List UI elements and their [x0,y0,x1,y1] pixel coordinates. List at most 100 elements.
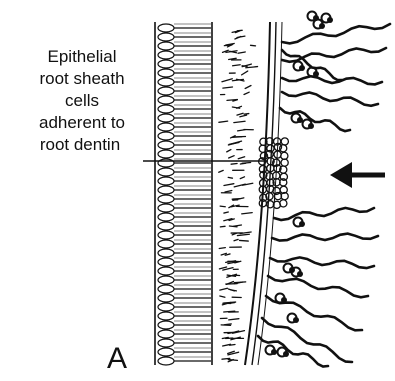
collagen-fiber [272,234,378,241]
collagen-fiber [266,296,362,330]
odontoblast-nucleus [158,303,174,311]
odontoblast-nucleus [158,276,174,284]
dentin-tubule-dash [220,288,228,290]
dentin-tubule-dash [242,71,248,75]
dentin-tubule-dash [228,177,232,178]
odontoblast-nucleus [158,123,174,131]
dentin-tubule-dash [237,113,243,115]
dentin-tubule-dash [238,130,246,131]
annotation-line-2: root sheath [39,69,124,88]
fibroblast-nucleus [281,297,287,303]
odontoblast-nucleus [158,69,174,77]
fibroblast-nucleus [271,349,277,355]
sheath-cell [281,138,288,145]
dentin-tubule-dash [234,239,238,240]
fibroblast-nucleus [319,23,325,29]
annotation-label: Epithelial root sheath cells adherent to… [39,47,125,154]
dentin-tubule-dash [219,267,226,269]
odontoblast-nucleus [158,258,174,266]
dentin-tubule-dash [228,360,237,361]
dentin-tubule-dash [237,234,249,235]
collagen-fiber [258,336,328,367]
dentin-tubule-dash [238,157,244,159]
odontoblast-nucleus [158,186,174,194]
dentin-tubule-dash [242,213,253,214]
odontoblast-nucleus [158,357,174,365]
dentin-tubule-dash [224,324,231,325]
fibroblast-nucleus [293,317,299,323]
odontoblast-nucleus [158,267,174,275]
odontoblast-nucleus [158,249,174,257]
dentin-tubule-dash [220,296,225,297]
fibroblast-nucleus [299,65,305,71]
odontoblast-nucleus [158,60,174,68]
odontoblast-nucleus [158,78,174,86]
odontoblast-nucleus [158,330,174,338]
dentin-tubule-dash [220,206,225,207]
collagen-fiber [274,208,374,220]
odontoblast-nucleus [158,150,174,158]
fibroblast-nucleus [299,221,305,227]
dentin-tubule-dash [230,344,235,345]
dentin-tubule-dash [227,150,231,152]
dentin-tubule-dash [229,319,239,320]
sheath-cell [281,152,288,159]
annotation-line-4: adherent to [39,113,125,132]
odontoblast-nucleus [158,312,174,320]
odontoblast-nucleus [158,114,174,122]
dentin-tubule-dash [219,248,225,249]
fibroblast-nucleus [313,71,319,77]
dentin-tubule-dash [240,177,244,179]
dentin-tubule-dash [244,92,249,94]
odontoblast-nucleus [158,294,174,302]
odontoblast-nucleus [158,96,174,104]
odontoblast-nucleus [158,204,174,212]
odontoblast-nucleus [158,51,174,59]
collagen-fiber [282,24,390,43]
odontoblast-nucleus [158,213,174,221]
dentin-tubule-dash [242,162,251,163]
odontoblast-nucleus [158,321,174,329]
dentin-tubule-dash [229,226,237,227]
odontoblast-nucleus [158,87,174,95]
odontoblast-nucleus [158,168,174,176]
dentin-tubule-dash [231,164,237,165]
odontoblast-nucleus [158,105,174,113]
odontoblast-nucleus [158,222,174,230]
dentin-tubule-dash [229,156,234,158]
periodontal-fibers [258,24,390,367]
dentin-tubule-dash [224,184,234,186]
annotation-line-3: cells [65,91,99,110]
annotation-line-1: Epithelial [48,47,117,66]
odontoblast-nucleus [158,231,174,239]
odontoblast-nucleus [158,195,174,203]
dentin-tubule-dash [240,115,247,117]
dentin-tubule-dash [237,36,245,37]
sheath-cell [281,159,288,166]
dentin-tubule-dash [238,52,245,53]
dentin-tubule-dash [230,290,236,291]
odontoblast-nucleus [158,33,174,41]
dentin-tubule-dash [240,240,249,241]
collagen-fiber [270,257,374,268]
fibroblast-nucleus [297,271,303,277]
dentin-tubule-dash [251,45,256,46]
fibroblast-nucleus [327,17,333,23]
fibroblast-nucleus [283,351,289,357]
dentin-tubule-dash [219,170,223,172]
left-arrow-icon [330,162,385,188]
odontoblast-nucleus [158,141,174,149]
dentin-tubule-dash [227,99,237,100]
collagen-fiber [280,108,350,131]
dentin-tubule-dash [244,114,249,115]
odontoblast-layer [158,24,211,365]
fibroblast-nucleus [308,123,314,129]
odontoblast-nucleus [158,24,174,32]
annotation-line-5: root dentin [40,135,120,154]
dentin-tubule-dash [222,79,232,82]
odontoblast-nucleus [158,240,174,248]
dentin-tubule-dash [225,190,232,191]
collagen-fiber [282,92,378,106]
odontoblast-nucleus [158,348,174,356]
odontoblast-nucleus [158,285,174,293]
